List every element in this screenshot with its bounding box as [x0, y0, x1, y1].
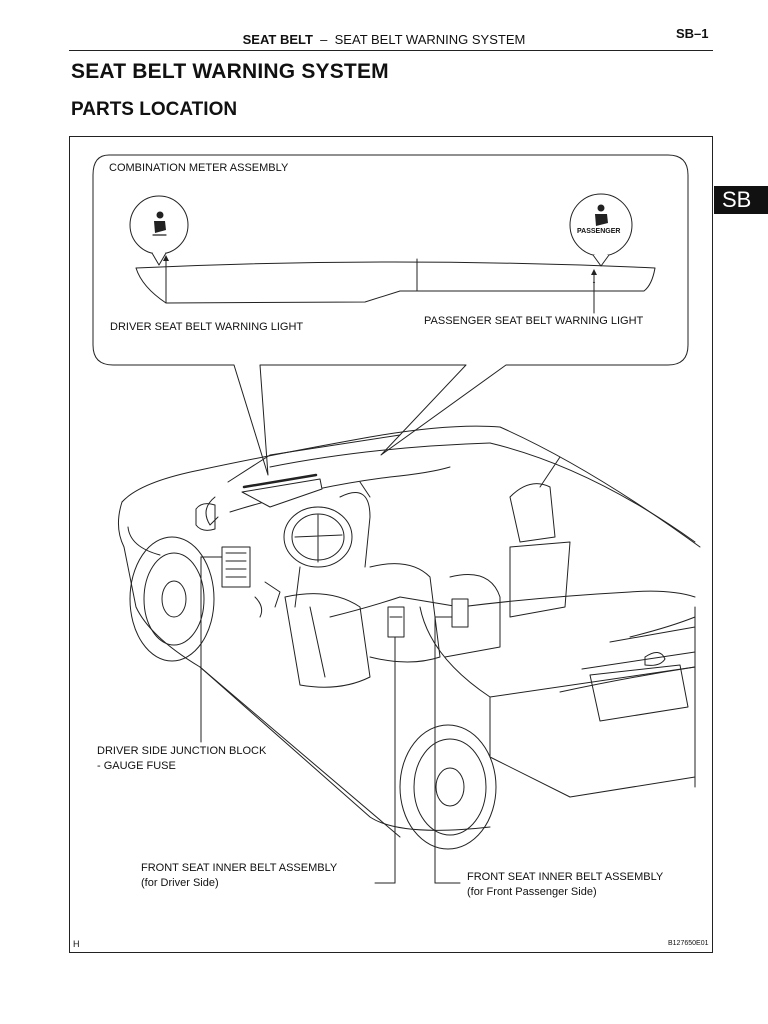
junction-block-label: DRIVER SIDE JUNCTION BLOCK - GAUGE FUSE: [97, 744, 266, 774]
meter-assembly: [135, 258, 656, 304]
corner-mark: H: [73, 939, 80, 949]
rear-wheel: [399, 724, 497, 850]
svg-text:▲: ▲: [592, 279, 596, 284]
header-rule: [69, 50, 713, 51]
page-number: SB–1: [676, 26, 709, 41]
passenger-warning-light-icon: ▲: [569, 193, 633, 314]
running-header: SEAT BELT – SEAT BELT WARNING SYSTEM: [0, 32, 768, 47]
driver-belt-label-line1: FRONT SEAT INNER BELT ASSEMBLY: [141, 862, 338, 874]
figure-code: B127650E01: [668, 940, 709, 947]
header-section-bold: SEAT BELT: [242, 32, 313, 47]
junction-block-label-line1: DRIVER SIDE JUNCTION BLOCK: [97, 745, 267, 757]
parts-location-figure: ▲: [69, 136, 713, 953]
passenger-belt-label: FRONT SEAT INNER BELT ASSEMBLY (for Fron…: [467, 870, 663, 900]
page-title: SEAT BELT WARNING SYSTEM: [71, 60, 389, 83]
passenger-belt-label-line2: (for Front Passenger Side): [467, 886, 597, 898]
parts-illustration: ▲: [92, 154, 701, 884]
header-section-title: SEAT BELT WARNING SYSTEM: [334, 32, 526, 47]
junction-block-label-line2: - GAUGE FUSE: [97, 760, 176, 772]
passenger-light-label: PASSENGER SEAT BELT WARNING LIGHT: [424, 315, 644, 327]
leader-lines: [200, 556, 461, 884]
driver-warning-light-icon: [129, 195, 189, 304]
driver-light-label: DRIVER SEAT BELT WARNING LIGHT: [110, 321, 304, 333]
page-subtitle: PARTS LOCATION: [71, 99, 238, 120]
vehicle-interior: [229, 456, 571, 688]
passenger-belt-buckle: [434, 598, 469, 628]
header-separator: –: [320, 32, 328, 47]
driver-belt-label: FRONT SEAT INNER BELT ASSEMBLY (for Driv…: [141, 861, 337, 891]
vehicle-body: [118, 425, 701, 838]
front-wheel: [129, 536, 215, 662]
driver-belt-buckle: [387, 606, 405, 638]
passenger-belt-label-line1: FRONT SEAT INNER BELT ASSEMBLY: [467, 871, 664, 883]
callout-bubble: [92, 154, 689, 476]
section-tab: SB: [714, 186, 768, 214]
passenger-icon-label: PASSENGER: [577, 228, 621, 235]
driver-belt-label-line2: (for Driver Side): [141, 877, 219, 889]
junction-block: [200, 546, 251, 588]
callout-title: COMBINATION METER ASSEMBLY: [109, 162, 289, 174]
